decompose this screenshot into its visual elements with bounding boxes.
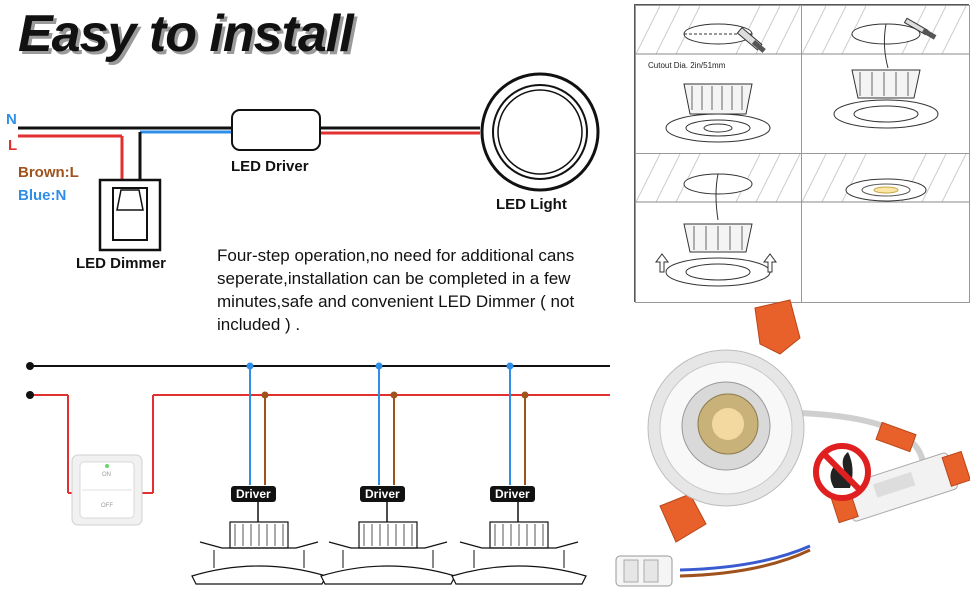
- no-fire-icon: [813, 443, 871, 501]
- driver-drop-2: [320, 362, 456, 585]
- neutral-label: N: [6, 111, 17, 128]
- driver-tag: Driver: [490, 486, 535, 502]
- step-1-cutout: Cutout Dia. 2in/51mm: [635, 5, 803, 155]
- driver-tag: Driver: [360, 486, 405, 502]
- led-dimmer-label: LED Dimmer: [76, 255, 167, 272]
- blue-wire-label: Blue:N: [18, 187, 67, 204]
- installation-description: Four-step operation,no need for addition…: [217, 246, 575, 334]
- page-title: Easy to install: [18, 5, 354, 63]
- driver-drop-3: [451, 362, 587, 585]
- driver-box-icon: [829, 450, 970, 524]
- led-light-icon: [480, 72, 600, 192]
- led-light-label: LED Light: [496, 196, 567, 213]
- wall-switch-icon: [71, 454, 143, 526]
- installation-steps-panel: Cutout Dia. 2in/51mm: [634, 4, 970, 303]
- step-4-installed: [801, 153, 970, 303]
- live-label: L: [8, 137, 18, 154]
- driver-box-icon: [231, 109, 321, 151]
- switch-on-text: ON: [102, 472, 111, 478]
- arrow-up-icon: [655, 253, 669, 273]
- led-driver-label: LED Driver: [231, 158, 309, 175]
- arrow-up-icon: [763, 253, 777, 273]
- dimmer-switch-icon: [98, 178, 162, 252]
- driver-tag: Driver: [231, 486, 276, 502]
- cutout-diameter-text: Cutout Dia. 2in/51mm: [648, 61, 726, 70]
- product-photo: [615, 299, 970, 587]
- switch-off-text: OFF: [101, 503, 113, 509]
- step-3-insert: [635, 153, 803, 303]
- step-2-wiring: [801, 5, 970, 155]
- brown-wire-label: Brown:L: [18, 164, 79, 181]
